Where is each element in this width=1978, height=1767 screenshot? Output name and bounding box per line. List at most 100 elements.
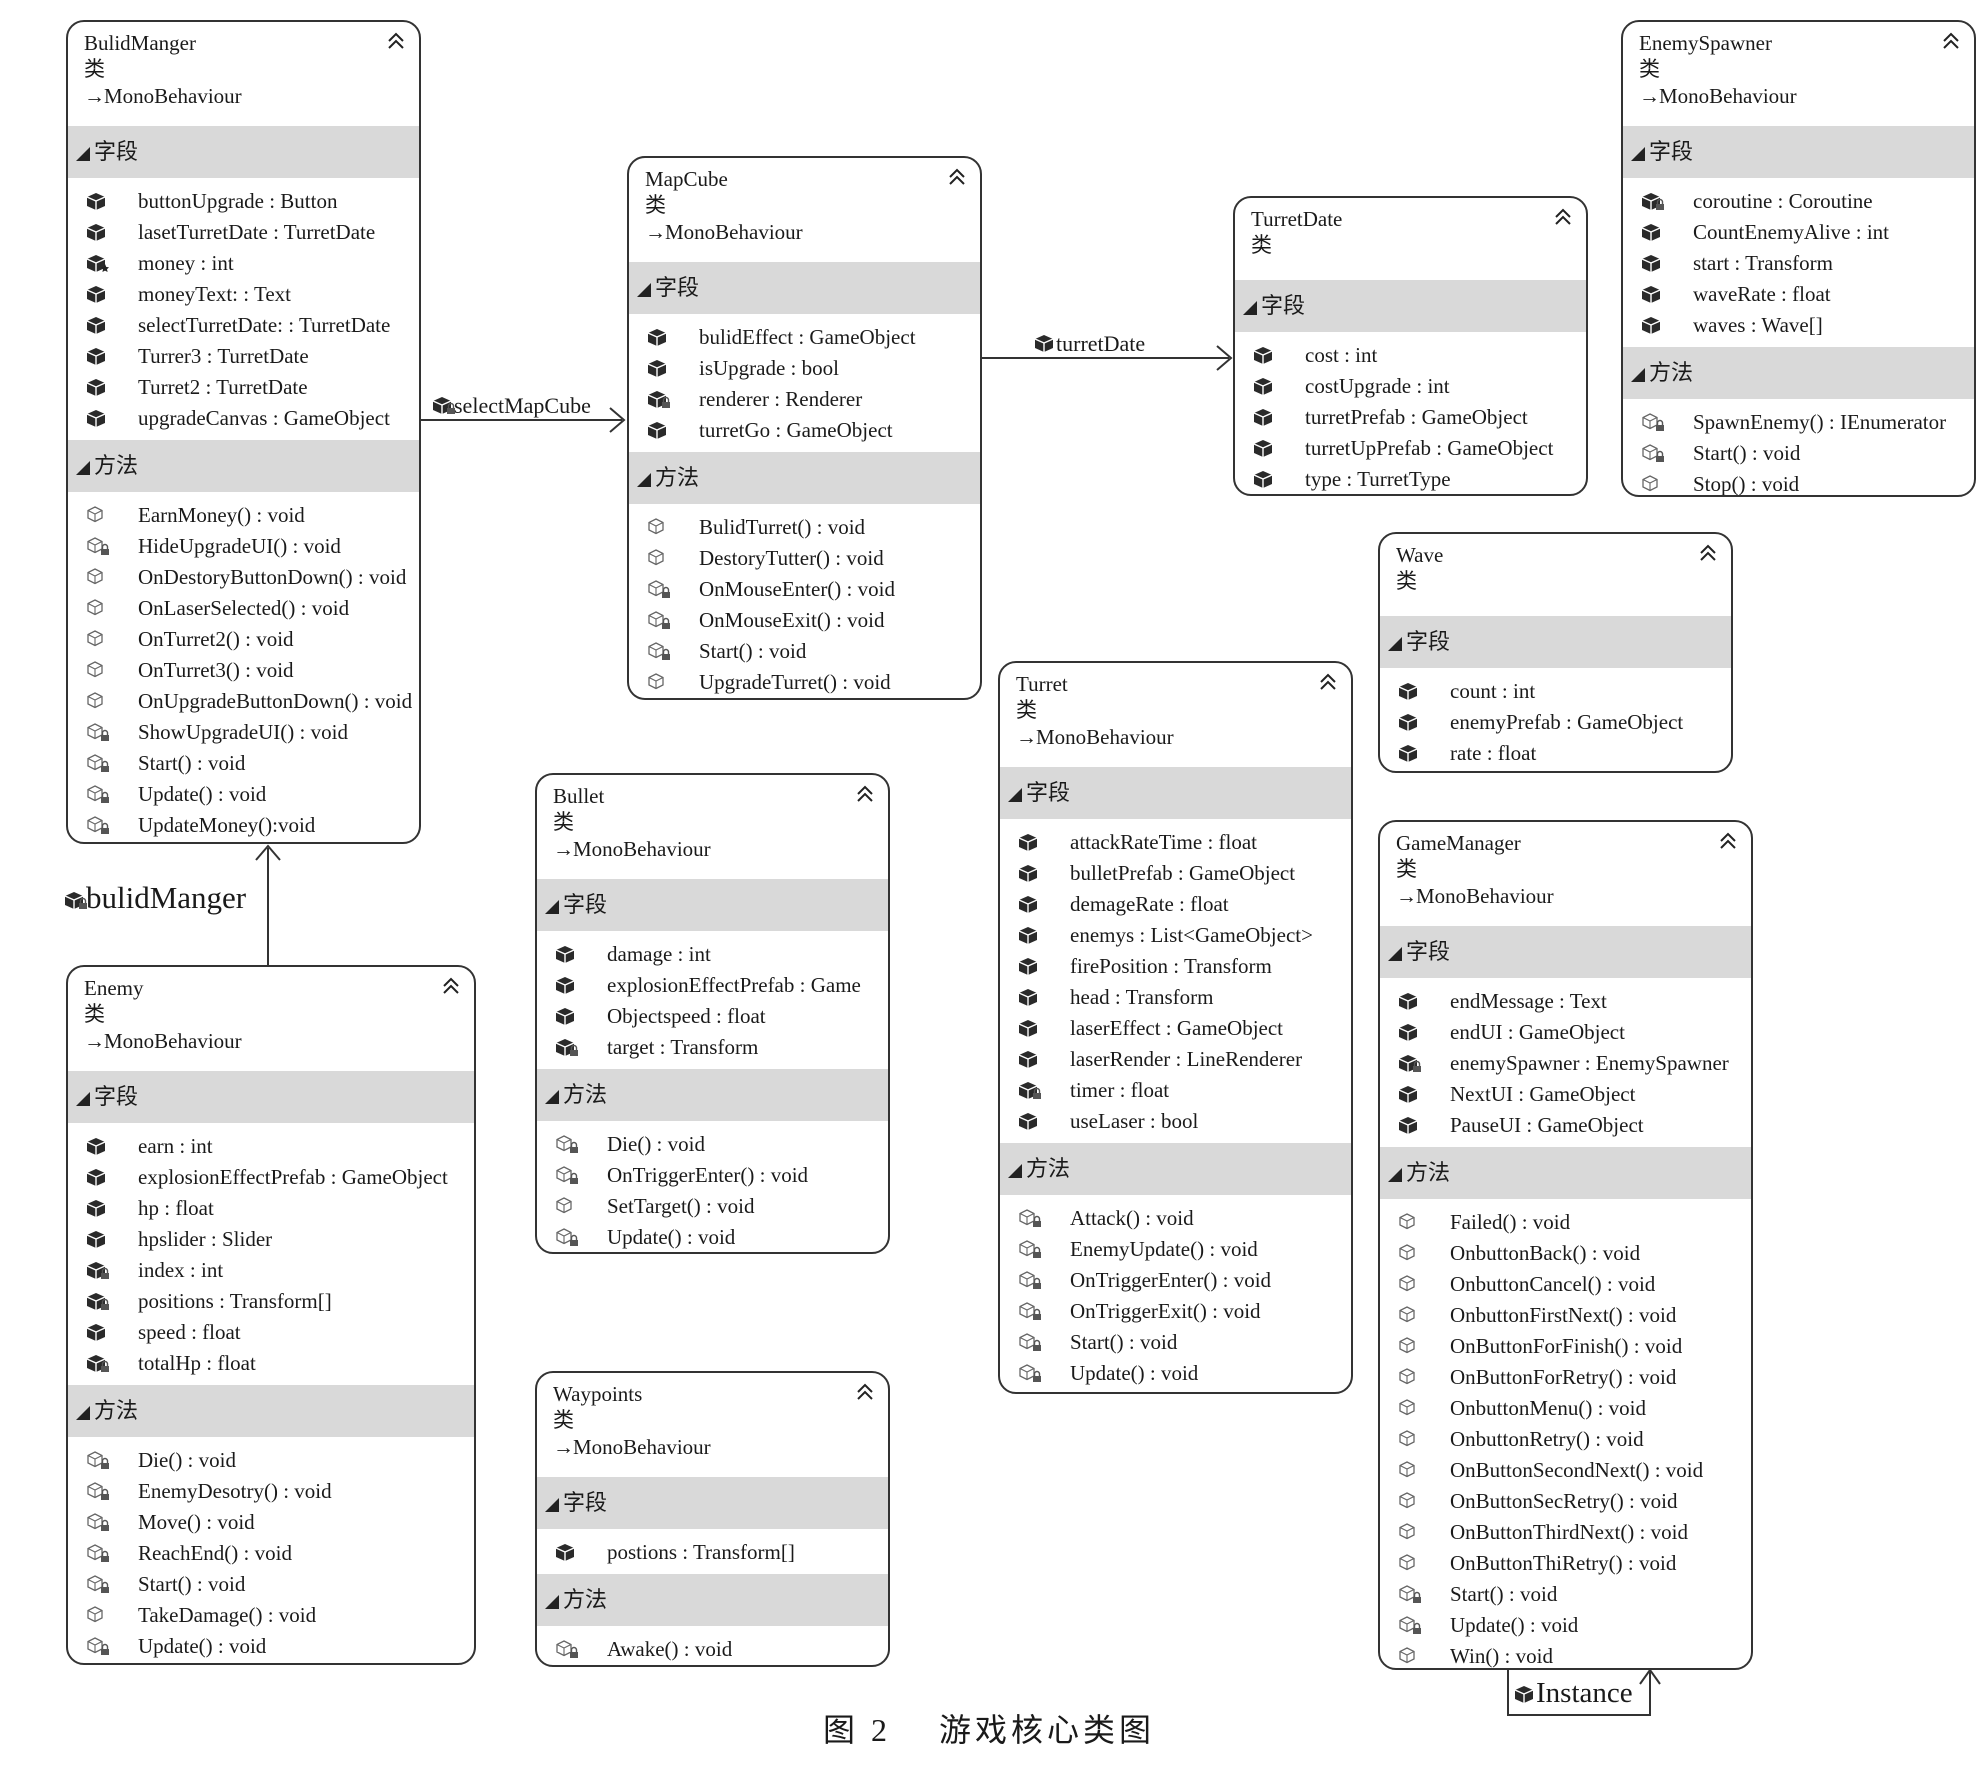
expand-triangle-icon (76, 146, 90, 161)
section-fields-header[interactable]: 字段 (1380, 616, 1731, 668)
expand-triangle-icon (1243, 300, 1257, 315)
section-methods-header[interactable]: 方法 (537, 1574, 888, 1626)
method-item: OnTriggerExit() : void (1000, 1296, 1351, 1327)
collapse-chevron-icon[interactable] (1940, 30, 1962, 52)
method-private-icon (1016, 1330, 1044, 1351)
collapse-chevron-icon[interactable] (1717, 830, 1739, 852)
field-icon (1639, 251, 1667, 272)
method-text: OnTriggerEnter() : void (1070, 1268, 1272, 1292)
collapse-chevron-icon[interactable] (946, 166, 968, 188)
expand-triangle-icon (1631, 367, 1645, 382)
class-kind-label: 类 (1396, 857, 1417, 881)
field-item: selectTurretDate: : TurretDate (68, 310, 419, 341)
field-icon (1512, 1679, 1534, 1703)
inherits-arrow-icon: → (1396, 884, 1417, 908)
field-text: rate : float (1450, 741, 1537, 765)
method-text: OnTurret2() : void (138, 627, 294, 651)
method-private-icon (84, 1448, 112, 1469)
section-methods-header[interactable]: 方法 (68, 1385, 474, 1437)
method-item: OnLaserSelected() : void (68, 593, 419, 624)
class-parent: →MonoBehaviour (84, 1029, 242, 1053)
method-item: Stop() : void (1623, 469, 1974, 495)
method-icon (84, 503, 112, 523)
section-fields-header[interactable]: 字段 (1000, 767, 1351, 819)
collapse-chevron-icon[interactable] (1317, 671, 1339, 693)
section-fields-header[interactable]: 字段 (68, 1071, 474, 1123)
expand-triangle-icon (76, 1405, 90, 1420)
field-item: useLaser : bool (1000, 1106, 1351, 1137)
field-item: NextUI : GameObject (1380, 1079, 1751, 1110)
field-item: hp : float (68, 1193, 474, 1224)
method-text: OnButtonThiRetry() : void (1450, 1551, 1677, 1575)
method-text: Update() : void (138, 782, 267, 806)
method-private-icon (645, 577, 673, 598)
edge-label-bulidmanger: bulidManger (62, 880, 246, 916)
field-text: index : int (138, 1258, 224, 1282)
method-text: TakeDamage() : void (138, 1603, 317, 1627)
collapse-chevron-icon[interactable] (1697, 542, 1719, 564)
method-private-icon (1639, 441, 1667, 462)
field-item: lasetTurretDate : TurretDate (68, 217, 419, 248)
class-kind-label: 类 (1016, 698, 1037, 722)
methods-list: Awake() : void (537, 1626, 888, 1665)
expand-triangle-icon (545, 899, 559, 914)
field-item: enemySpawner : EnemySpawner (1380, 1048, 1751, 1079)
collapse-chevron-icon[interactable] (440, 975, 462, 997)
field-icon (1032, 333, 1054, 352)
collapse-chevron-icon[interactable] (854, 1381, 876, 1403)
section-fields-header[interactable]: 字段 (537, 1477, 888, 1529)
section-methods-header[interactable]: 方法 (629, 452, 980, 504)
section-methods-header[interactable]: 方法 (1000, 1143, 1351, 1195)
section-fields-header[interactable]: 字段 (1623, 126, 1974, 178)
collapse-chevron-icon[interactable] (854, 783, 876, 805)
method-text: Update() : void (1450, 1613, 1579, 1637)
collapse-chevron-icon[interactable] (1552, 206, 1574, 228)
method-private-icon (645, 639, 673, 660)
section-fields-header[interactable]: 字段 (68, 126, 419, 178)
field-private-icon (1016, 1078, 1044, 1099)
method-private-icon (553, 1225, 581, 1246)
method-private-icon (1396, 1582, 1424, 1603)
method-item: OnMouseEnter() : void (629, 574, 980, 605)
section-methods-header[interactable]: 方法 (68, 440, 419, 492)
field-icon (1396, 1113, 1424, 1134)
section-fields-header[interactable]: 字段 (1235, 280, 1586, 332)
field-item: start : Transform (1623, 248, 1974, 279)
field-text: bulletPrefab : GameObject (1070, 861, 1296, 885)
method-text: Update() : void (1070, 1361, 1199, 1385)
field-text: money : int (138, 251, 234, 275)
field-private-icon (553, 1035, 581, 1056)
field-item: turretPrefab : GameObject (1235, 402, 1586, 433)
section-fields-header[interactable]: 字段 (1380, 926, 1751, 978)
method-text: OnbuttonCancel() : void (1450, 1272, 1656, 1296)
class-name: TurretDate (1251, 207, 1343, 231)
field-icon (1016, 1016, 1044, 1037)
method-item: OnTurret3() : void (68, 655, 419, 686)
field-private-icon (430, 395, 455, 414)
section-methods-header[interactable]: 方法 (1623, 347, 1974, 399)
field-item: totalHp : float (68, 1348, 474, 1379)
method-text: OnbuttonFirstNext() : void (1450, 1303, 1677, 1327)
method-icon (1396, 1427, 1424, 1447)
field-private-icon (84, 1351, 112, 1372)
collapse-chevron-icon[interactable] (385, 30, 407, 52)
method-icon (645, 515, 673, 535)
section-fields-header[interactable]: 字段 (537, 879, 888, 931)
section-fields-header[interactable]: 字段 (629, 262, 980, 314)
section-methods-header[interactable]: 方法 (1380, 1147, 1751, 1199)
section-methods-header[interactable]: 方法 (537, 1069, 888, 1121)
